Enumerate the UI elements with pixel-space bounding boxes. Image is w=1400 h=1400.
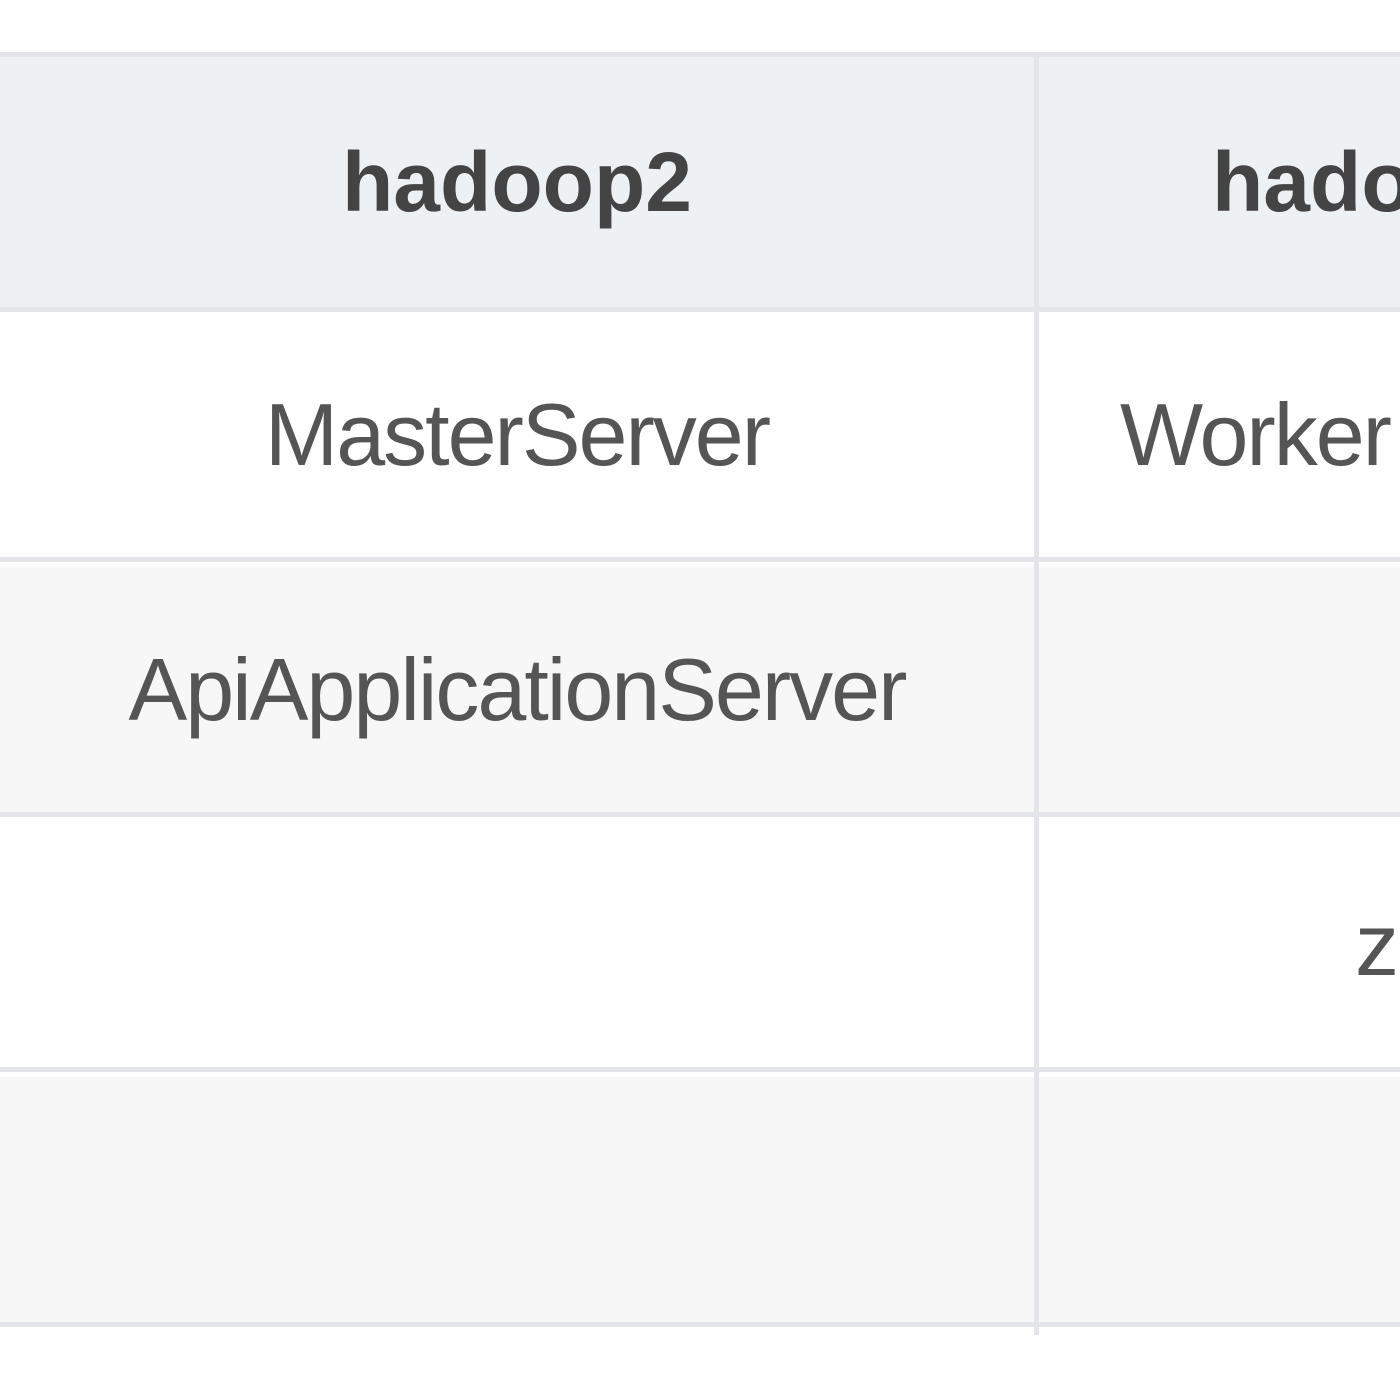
table-header-row: hadoop2 hado [0, 57, 1400, 312]
table-cell [0, 1077, 1034, 1322]
table-row: MasterServer Worker [0, 312, 1400, 562]
table-cell: MasterServer [264, 384, 771, 484]
table-cell: Worker [1120, 384, 1392, 484]
table-row [0, 1077, 1400, 1327]
hosts-table: hadoop2 hado MasterServer Worker ApiAppl… [0, 52, 1400, 1339]
header-cell: hado [1212, 134, 1400, 229]
table-row: z [0, 822, 1400, 1072]
column-divider [1034, 57, 1039, 1335]
table-cell: z [1355, 894, 1399, 994]
table-cell [0, 822, 1034, 1067]
header-cell: hadoop2 [342, 134, 692, 229]
table-cell: ApiApplicationServer [128, 639, 908, 739]
table-row: ApiApplicationServer [0, 567, 1400, 817]
